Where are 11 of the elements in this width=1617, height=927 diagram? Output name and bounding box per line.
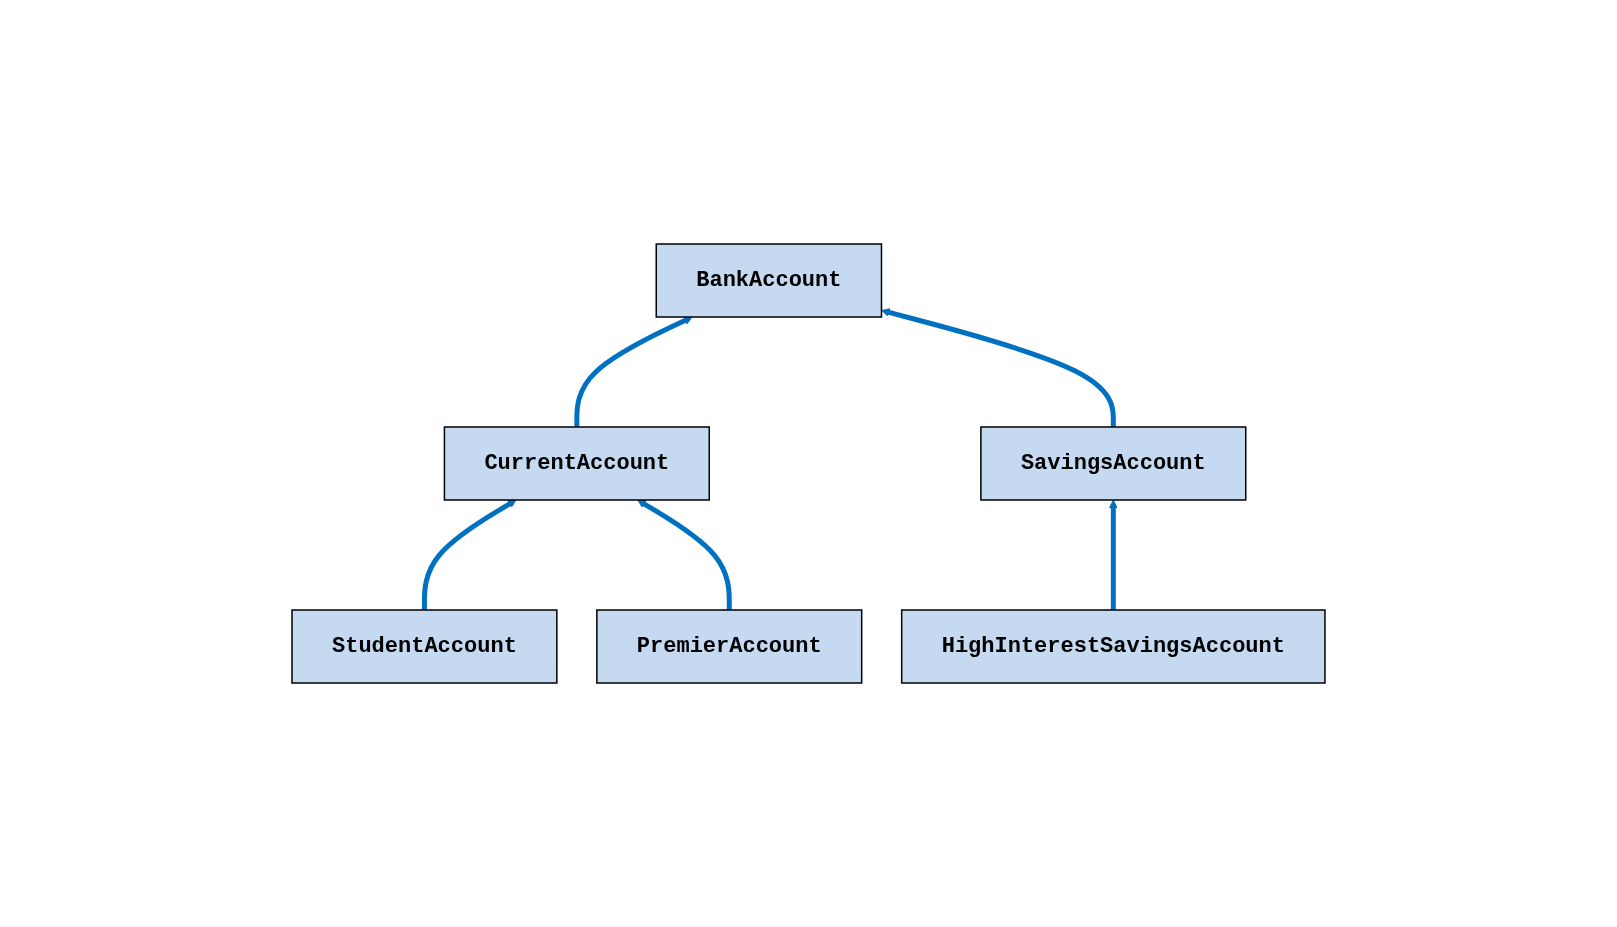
node-box: PremierAccount	[596, 609, 863, 684]
arrow	[1108, 499, 1118, 610]
arrow	[421, 499, 517, 610]
node-box: CurrentAccount	[443, 426, 711, 501]
arrow	[574, 316, 693, 427]
node-box: SavingsAccount	[980, 426, 1247, 501]
node-box: StudentAccount	[291, 609, 558, 684]
arrow	[881, 308, 1116, 427]
node-box: BankAccount	[655, 243, 883, 318]
node-box: HighInterestSavingsAccount	[900, 609, 1326, 684]
arrow	[637, 499, 732, 610]
